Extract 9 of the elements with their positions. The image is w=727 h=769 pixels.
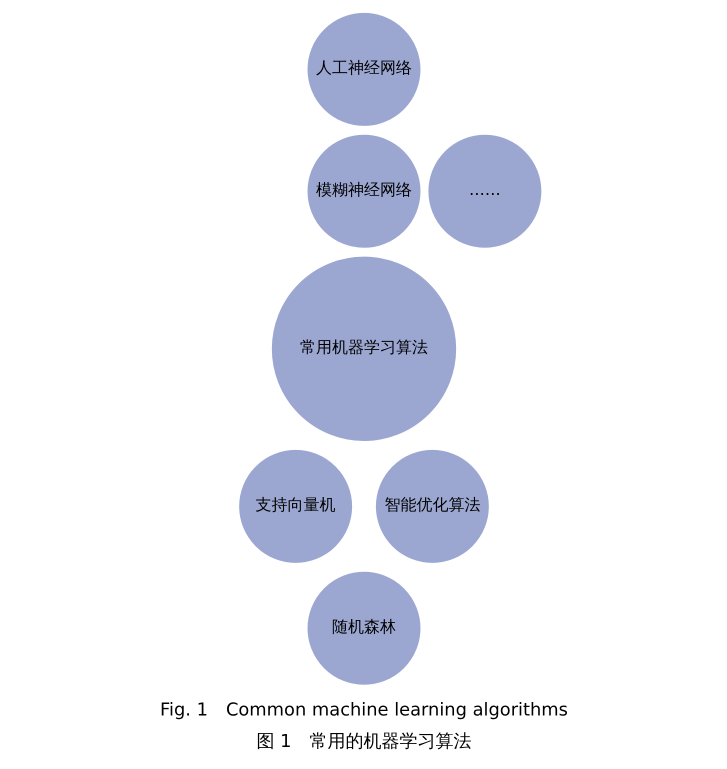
node-circle: 支持向量机 bbox=[238, 448, 353, 564]
label: Fig. 1 Common machine learning algorithms bbox=[160, 699, 568, 720]
node-circle: 常用机器学习算法 bbox=[270, 256, 457, 442]
node-circle: 智能优化算法 bbox=[374, 448, 490, 564]
node-circle: 随机森林 bbox=[306, 570, 421, 686]
node-circle: 人工神经网络 bbox=[306, 12, 421, 127]
node-circle: 模糊神经网络 bbox=[306, 134, 421, 249]
caption: 图 1 常用的机器学习算法 bbox=[256, 731, 472, 752]
node-circle: …… bbox=[426, 134, 542, 249]
